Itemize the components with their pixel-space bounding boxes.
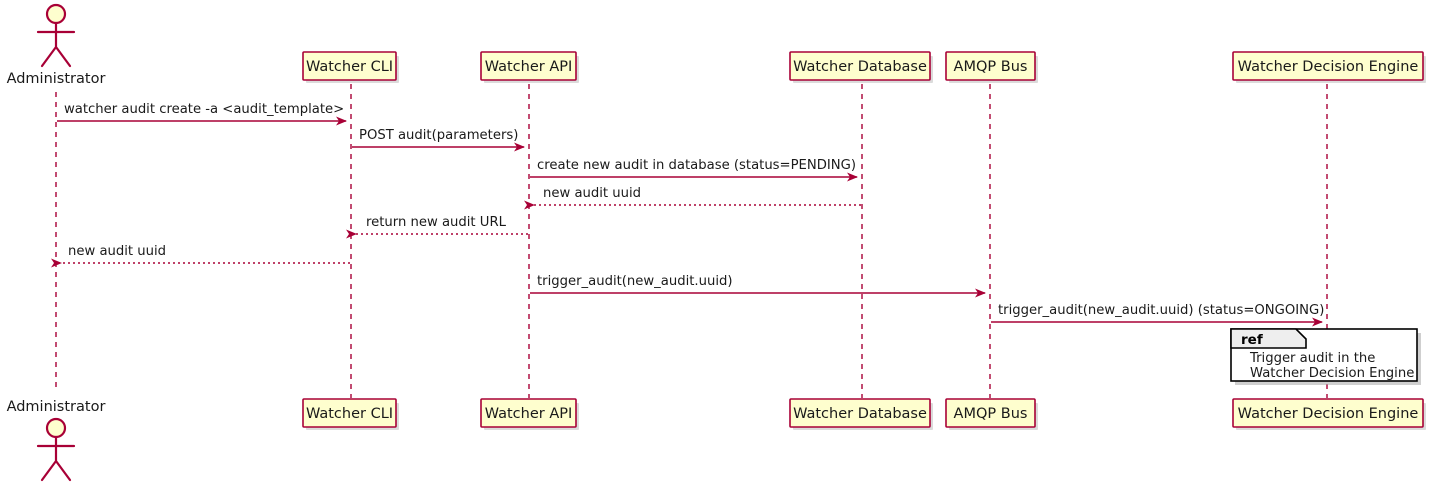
participant-box-bottom-watcher-database[interactable]: Watcher Database xyxy=(789,398,933,430)
reference-fragment-tab xyxy=(1230,328,1307,349)
message-5-return-new-audit-url: return new audit URL xyxy=(346,215,528,239)
participant-box-top-watcher-cli[interactable]: Watcher CLI xyxy=(302,51,399,83)
actor-administrator-top: Administrator xyxy=(7,3,106,87)
reference-fragment-line-2: Watcher Decision Engine xyxy=(1250,366,1414,381)
message-1-label: watcher audit create -a <audit_template> xyxy=(64,102,344,117)
message-2-post-audit: POST audit(parameters) xyxy=(352,128,525,152)
participant-label-top-watcher-cli: Watcher CLI xyxy=(306,59,393,75)
participant-label-top-amqp-bus: AMQP Bus xyxy=(954,59,1028,75)
participant-box-top-watcher-database[interactable]: Watcher Database xyxy=(789,51,933,83)
message-5-label: return new audit URL xyxy=(366,215,507,230)
participant-label-top-watcher-decision-engine: Watcher Decision Engine xyxy=(1238,59,1419,75)
participant-label-bottom-watcher-database: Watcher Database xyxy=(793,406,927,422)
message-7-label: trigger_audit(new_audit.uuid) xyxy=(537,274,733,289)
participant-label-bottom-watcher-decision-engine: Watcher Decision Engine xyxy=(1238,406,1419,422)
participant-label-bottom-watcher-api: Watcher API xyxy=(485,406,573,422)
message-6-label: new audit uuid xyxy=(68,244,166,259)
actor-head-icon xyxy=(45,3,67,25)
participant-box-top-watcher-api[interactable]: Watcher API xyxy=(480,51,579,83)
reference-fragment-line-1: Trigger audit in the xyxy=(1249,351,1375,366)
participant-box-bottom-watcher-api[interactable]: Watcher API xyxy=(480,398,579,430)
message-4-label: new audit uuid xyxy=(543,186,641,201)
message-7-trigger-audit: trigger_audit(new_audit.uuid) xyxy=(530,274,986,298)
reference-fragment[interactable]: ref Trigger audit in the Watcher Decisio… xyxy=(1230,328,1421,385)
message-1-watcher-audit-create: watcher audit create -a <audit_template> xyxy=(57,102,347,126)
participant-box-top-amqp-bus[interactable]: AMQP Bus xyxy=(945,51,1038,83)
actor-label-top: Administrator xyxy=(7,71,106,87)
message-4-new-audit-uuid: new audit uuid xyxy=(524,186,861,210)
actor-label-bottom: Administrator xyxy=(7,399,106,415)
message-6-new-audit-uuid: new audit uuid xyxy=(51,244,350,268)
participant-box-top-watcher-decision-engine[interactable]: Watcher Decision Engine xyxy=(1232,51,1426,83)
actor-head-icon-bottom xyxy=(45,417,67,439)
actor-body-icon-bottom xyxy=(36,435,76,482)
participant-label-top-watcher-database: Watcher Database xyxy=(793,59,927,75)
participant-box-bottom-amqp-bus[interactable]: AMQP Bus xyxy=(945,398,1038,430)
message-3-create-new-audit: create new audit in database (status=PEN… xyxy=(530,158,858,182)
message-2-label: POST audit(parameters) xyxy=(359,128,518,143)
participant-label-top-watcher-api: Watcher API xyxy=(485,59,573,75)
message-3-label: create new audit in database (status=PEN… xyxy=(537,158,856,173)
lifelines xyxy=(55,84,1328,398)
participant-box-bottom-watcher-cli[interactable]: Watcher CLI xyxy=(302,398,399,430)
participant-label-bottom-watcher-cli: Watcher CLI xyxy=(306,406,393,422)
participant-label-bottom-amqp-bus: AMQP Bus xyxy=(954,406,1028,422)
participant-boxes-bottom: Watcher CLI Watcher API Watcher Database… xyxy=(302,398,1426,430)
message-8-label: trigger_audit(new_audit.uuid) (status=ON… xyxy=(998,303,1324,318)
actor-administrator-bottom: Administrator xyxy=(7,399,106,482)
participant-boxes-top: Watcher CLI Watcher API Watcher Database… xyxy=(302,51,1426,83)
actor-body-icon xyxy=(36,21,76,68)
reference-fragment-tag: ref xyxy=(1241,332,1263,348)
participant-box-bottom-watcher-decision-engine[interactable]: Watcher Decision Engine xyxy=(1232,398,1426,430)
message-8-trigger-audit-ongoing: trigger_audit(new_audit.uuid) (status=ON… xyxy=(991,303,1324,327)
